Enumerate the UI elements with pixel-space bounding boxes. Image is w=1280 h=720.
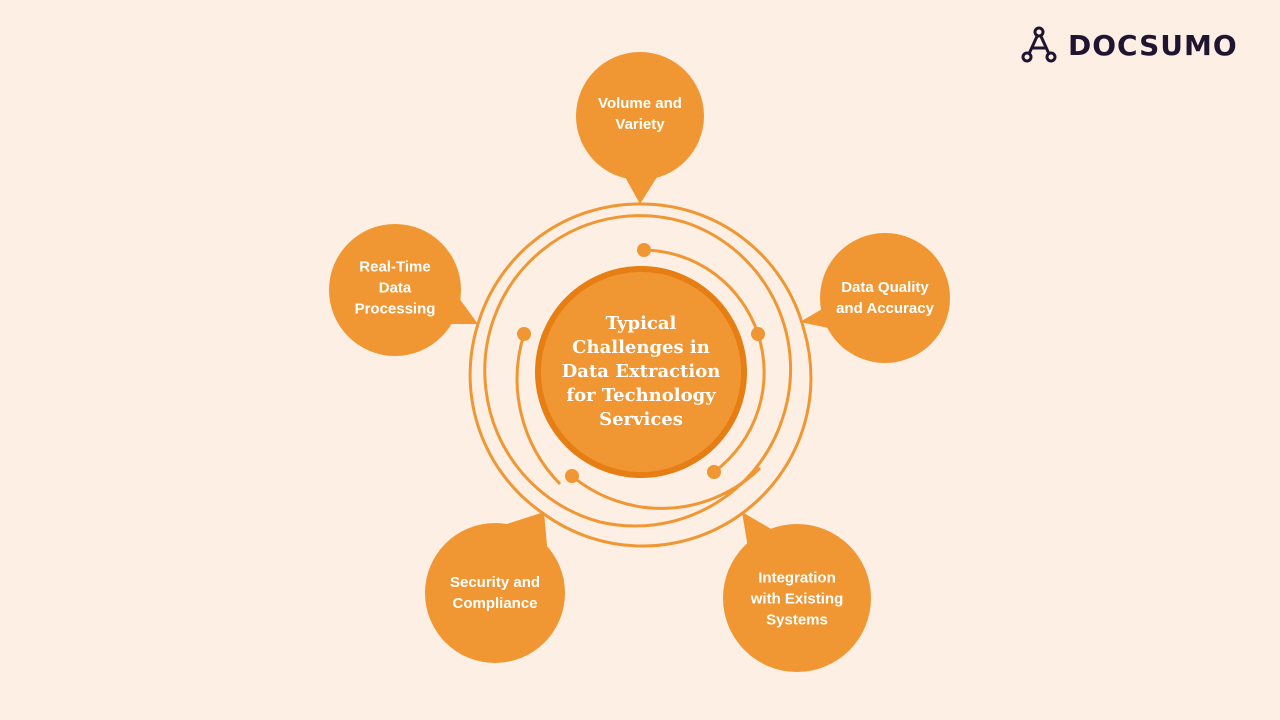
inner-arc-top — [643, 248, 760, 335]
challenge-label-quality: Data Quality and Accuracy — [836, 279, 934, 317]
arc-dot-bottom-right — [707, 465, 721, 479]
outer-arc-2 — [743, 329, 813, 514]
center-circle-inner — [541, 272, 741, 472]
outer-arc-1 — [639, 202, 806, 331]
network-a-icon — [1021, 26, 1057, 63]
bubble-volume — [576, 52, 704, 180]
arc-dot-bottom-left — [565, 469, 579, 483]
middle-arc-3 — [599, 419, 784, 528]
outer-arc-5 — [476, 202, 641, 325]
challenge-label-integration: Integration with Existing Systems — [750, 569, 844, 629]
brand-name: DOCSUMO — [1068, 28, 1238, 62]
center-title: Typical Challenges in Data Extraction fo… — [561, 313, 721, 430]
middle-arc-4 — [484, 389, 601, 524]
arc-dot-left — [517, 327, 531, 341]
bubble-integration — [723, 524, 871, 672]
middle-arc-1 — [483, 214, 691, 391]
inner-arc-left — [515, 333, 562, 486]
outer-arc-3 — [543, 510, 745, 548]
brand-logo: DOCSUMO — [1020, 26, 1238, 64]
challenge-label-volume: Volume and Variety — [598, 95, 682, 133]
challenge-label-realtime: Real-Time Data Processing — [354, 258, 436, 318]
arc-dot-top — [637, 243, 651, 257]
bubble-security — [425, 523, 565, 663]
challenge-label-security: Security and Compliance — [449, 574, 541, 612]
inner-arc-bottom — [571, 466, 762, 510]
middle-arc-2 — [689, 222, 793, 421]
bubble-quality — [820, 233, 950, 363]
arc-dot-right — [751, 327, 765, 341]
inner-arc-right — [713, 333, 766, 474]
outer-arc-4 — [468, 323, 545, 516]
bubble-realtime — [329, 224, 461, 356]
